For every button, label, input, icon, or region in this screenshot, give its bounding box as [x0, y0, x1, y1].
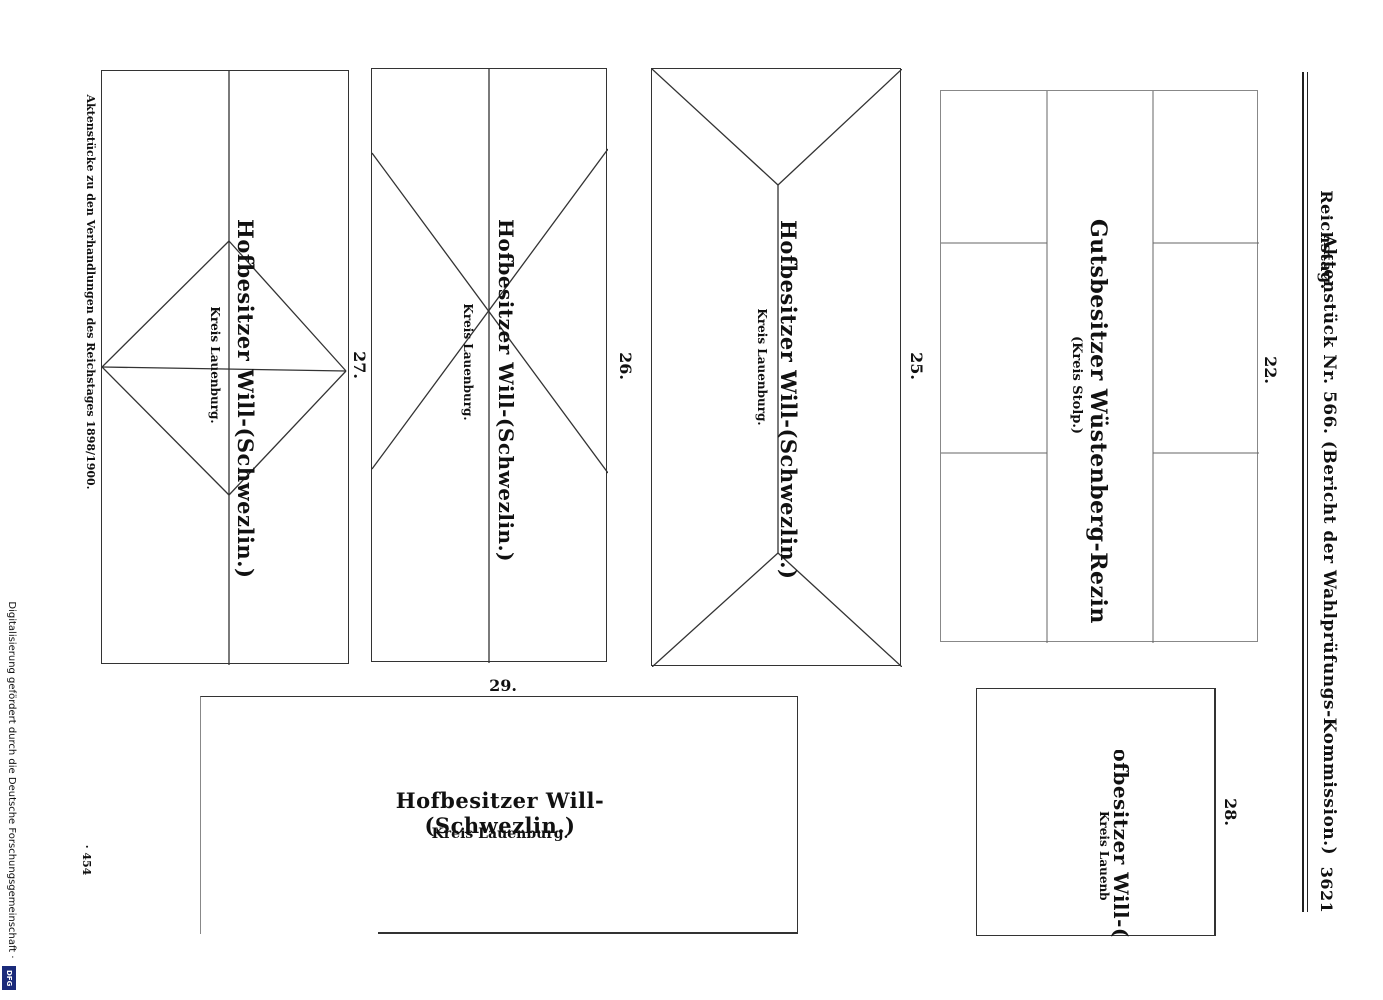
ballot-29-name: Hofbesitzer Will-(Schwezlin.) [395, 788, 605, 838]
ballot-26-name: Hofbesitzer Will-(Schwezlin.) [494, 219, 518, 563]
ballot-25-district: Kreis Lauenburg. [755, 308, 769, 426]
ballot-28-frame [976, 688, 1216, 936]
header-rule-inner [1307, 72, 1308, 912]
ballot-22-frame [940, 90, 1259, 643]
ballot-29-frame [200, 696, 798, 934]
footer-side-text: Aktenstücke zu den Verhandlungen des Rei… [84, 94, 97, 490]
ballot-27-district: Kreis Lauenburg. [208, 306, 222, 424]
ballot-28-number: 28. [1221, 798, 1240, 826]
ballot-27-lines [102, 71, 347, 665]
ballot-22-grid [941, 91, 1259, 643]
ballot-25-lines [652, 69, 902, 667]
ballot-25-name: Hofbesitzer Will-(Schwezlin.) [776, 220, 801, 580]
header-title: Aktenstück Nr. 566. (Bericht der Wahlprü… [1319, 234, 1339, 856]
ballot-26-number: 26. [616, 352, 635, 380]
ballot-27-frame [101, 70, 349, 665]
dfg-logo-text: DFG [5, 969, 13, 987]
page-number: 3621 [1317, 866, 1336, 914]
ballot-28-clip: Hofbesitzer Will-( Kreis Lauenb [1060, 750, 1160, 940]
ballot-26-lines [372, 69, 608, 663]
ballot-25-number: 25. [907, 352, 926, 380]
ballot-22-number: 22. [1261, 356, 1280, 384]
ballot-29-bottom-rule [378, 932, 798, 934]
ballot-22-district: (Kreis Stolp.) [1069, 335, 1084, 435]
ballot-26-district: Kreis Lauenburg. [461, 303, 475, 421]
dfg-logo: DFG [2, 966, 16, 990]
ballot-29-number: 29. [489, 676, 517, 695]
ballot-28-district: Kreis Lauenb [1097, 811, 1111, 901]
ballot-27-number: 27. [350, 351, 369, 379]
ballot-26-frame [371, 68, 608, 663]
footer-page-marker: · 454 [80, 844, 93, 876]
ballot-27-name: Hofbesitzer Will-(Schwezlin.) [233, 219, 258, 579]
header-rule-outer [1302, 72, 1304, 912]
ballot-25-frame [651, 68, 902, 667]
digitization-watermark: Digitalisierung gefördert durch die Deut… [6, 601, 17, 959]
ballot-22-name: Gutsbesitzer Wüstenberg-Rezin [1085, 219, 1111, 624]
ballot-29-district: Kreis Lauenburg. [431, 826, 569, 842]
